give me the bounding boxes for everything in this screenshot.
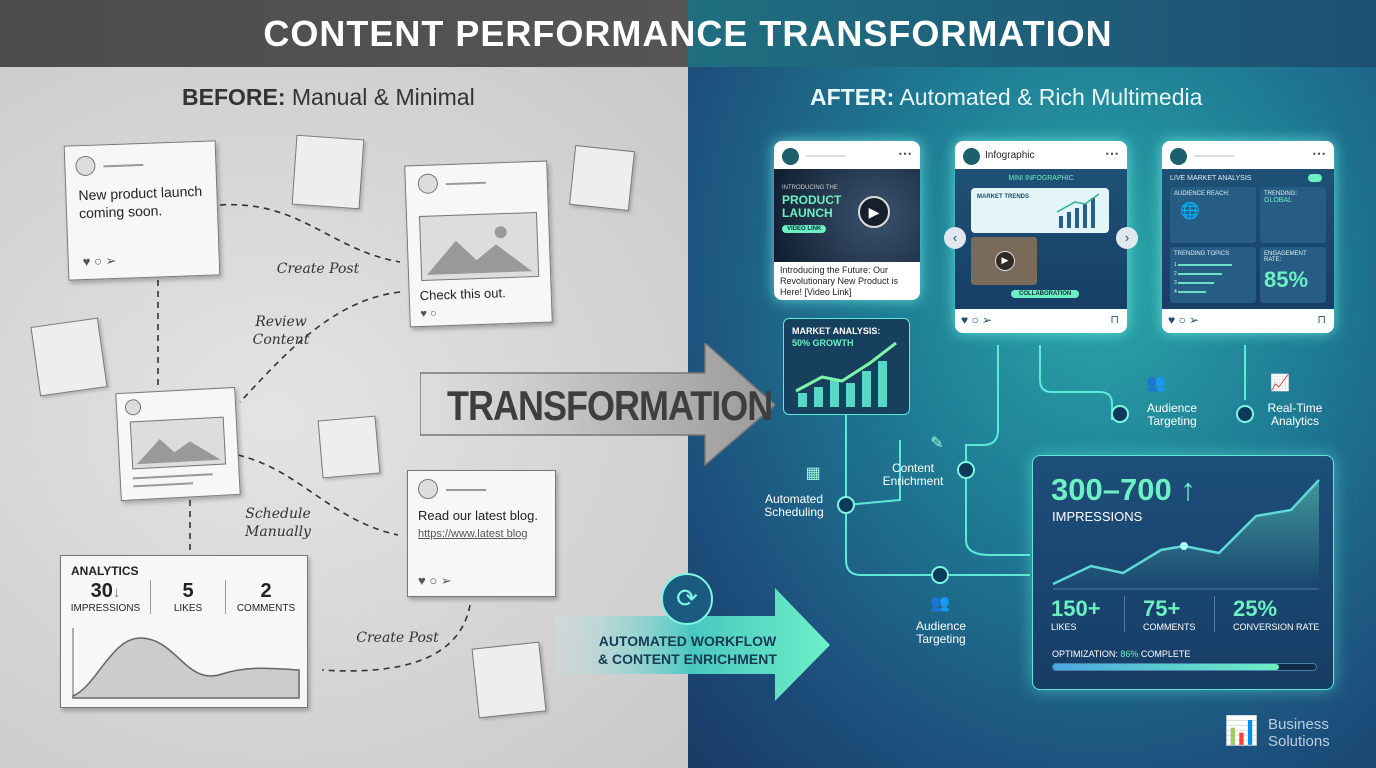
optimization-progress-fill: [1053, 664, 1280, 670]
sticky-note: [30, 317, 108, 397]
audience-icon: 👥: [1146, 375, 1166, 392]
analytics-icon: 📈: [1270, 375, 1290, 392]
post-card-image: Check this out. ♥ ○: [404, 160, 553, 328]
audience-icon: 👥: [930, 595, 950, 612]
results-panel: 300–700 ↑ IMPRESSIONS 150+LIKES 75+COMME…: [1032, 455, 1334, 690]
avatar: [963, 148, 980, 165]
play-icon[interactable]: ▶: [858, 196, 890, 228]
carousel-next-button[interactable]: ›: [1116, 227, 1138, 249]
more-icon[interactable]: ⋯: [1105, 145, 1119, 161]
impressions-chart: [1052, 479, 1320, 590]
reaction-icons[interactable]: ♥ ○ ➢: [1168, 313, 1200, 327]
market-analysis-box: MARKET ANALYSIS:50% GROWTH: [783, 318, 910, 415]
sticky-note: [291, 134, 365, 210]
post-card-review: [115, 386, 241, 502]
reaction-icons: ♥ ○ ➢: [82, 252, 117, 270]
analytics-title: ANALYTICS: [71, 564, 139, 578]
bookmark-icon[interactable]: ⊓: [1110, 314, 1119, 326]
post-card-live-analysis[interactable]: ⋯ LIVE MARKET ANALYSIS AUDIENCE REACH:🌐 …: [1162, 141, 1334, 333]
step-label: Create Post: [356, 630, 439, 646]
business-logo-icon: 📊: [1224, 715, 1259, 746]
metric-comments: 75+COMMENTS: [1125, 596, 1215, 632]
page-title: CONTENT PERFORMANCE TRANSFORMATION: [263, 12, 1113, 54]
post-text: New product launch coming soon.: [78, 182, 203, 222]
avatar: [1170, 148, 1187, 165]
image-placeholder-icon: [418, 211, 540, 282]
feature-label: Audience Targeting: [915, 619, 967, 646]
post-card-blog: Read our latest blog. https://www.latest…: [407, 470, 556, 597]
optimization-label: OPTIMIZATION: 86% COMPLETE: [1052, 649, 1191, 659]
transformation-arrow: [420, 343, 777, 467]
transformation-label: TRANSFORMATION: [447, 381, 773, 429]
edit-icon: ✎: [930, 435, 944, 452]
metric-likes: 150+LIKES: [1033, 596, 1125, 632]
title-bar: CONTENT PERFORMANCE TRANSFORMATION: [0, 0, 1376, 67]
sync-icon: ⟳: [661, 573, 713, 625]
calendar-icon: ▦: [805, 465, 821, 482]
video-thumbnail[interactable]: ▶: [971, 237, 1037, 285]
carousel-prev-button[interactable]: ‹: [944, 227, 966, 249]
step-label: Review Content: [252, 314, 310, 348]
sticky-note: [317, 415, 381, 479]
feature-label: Real-Time Analytics: [1267, 401, 1323, 428]
bar-chart-icon: [1056, 193, 1100, 228]
post-author: Infographic: [985, 150, 1035, 161]
post-text: Read our latest blog.: [418, 508, 538, 523]
more-icon[interactable]: ⋯: [898, 145, 912, 161]
impressions-label: IMPRESSIONS: [1052, 509, 1143, 524]
collaboration-button[interactable]: COLLABORATION: [1011, 290, 1080, 298]
reaction-icons: ♥ ○ ➢: [418, 573, 452, 588]
reaction-icons[interactable]: ♥ ○ ➢: [961, 313, 993, 327]
workflow-label: AUTOMATED WORKFLOW& CONTENT ENRICHMENT: [598, 633, 777, 667]
live-toggle[interactable]: [1308, 174, 1322, 182]
avatar: [782, 148, 799, 165]
post-link[interactable]: https://www.latest blog: [418, 528, 528, 540]
growth-chart-icon: [795, 341, 897, 407]
metric-impressions: 30↓IMPRESSIONS: [61, 580, 151, 614]
before-heading: BEFORE: Manual & Minimal: [182, 84, 475, 110]
feature-label: Content Enrichment: [882, 461, 944, 488]
metric-conversion: 25%CONVERSION RATE: [1233, 596, 1320, 632]
sticky-note: [471, 641, 547, 719]
bookmark-icon[interactable]: ⊓: [1317, 314, 1326, 326]
post-caption: Introducing the Future: Our Revolutionar…: [780, 265, 899, 297]
workflow-arrow: [555, 588, 830, 701]
optimization-progress: [1052, 663, 1317, 671]
post-card-launch: New product launch coming soon. ♥ ○ ➢: [63, 140, 221, 281]
post-card-infographic[interactable]: Infographic ⋯ MINI INFOGRAPHIC MARKET TR…: [955, 141, 1127, 333]
impressions-range: 300–700 ↑: [1051, 472, 1196, 507]
post-text: Check this out.: [419, 285, 506, 304]
image-placeholder-icon: [129, 416, 227, 470]
line-chart-sketch: [72, 628, 300, 699]
sticky-note: [569, 145, 635, 211]
more-icon[interactable]: ⋯: [1312, 145, 1326, 161]
feature-label: Audience Targeting: [1146, 401, 1198, 428]
step-label: Create Post: [276, 261, 360, 277]
reaction-icons: ♥ ○: [420, 307, 437, 321]
after-heading: AFTER: Automated & Rich Multimedia: [810, 84, 1203, 110]
step-label: Schedule Manually: [245, 506, 311, 540]
world-map-icon: 🌐: [1180, 203, 1200, 220]
feature-label: Automated Scheduling: [764, 492, 824, 519]
